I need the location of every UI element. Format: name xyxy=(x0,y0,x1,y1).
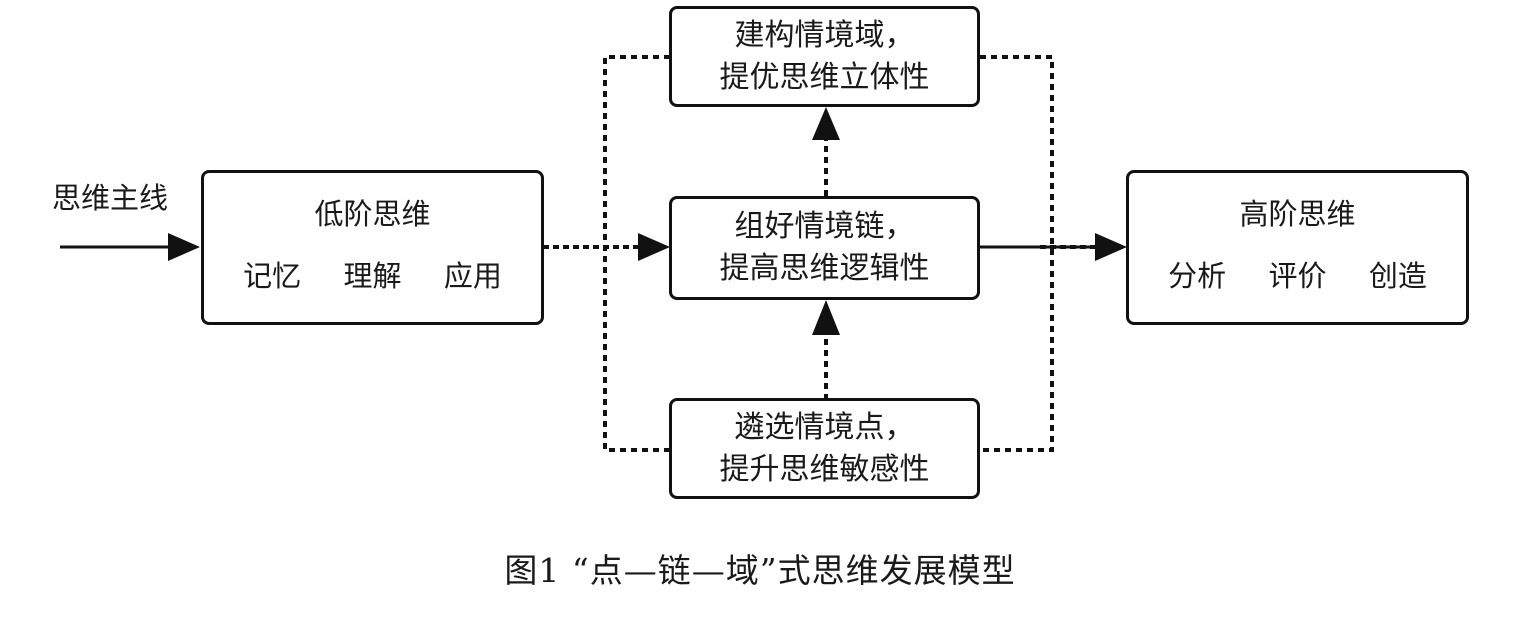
low-order-title: 低阶思维 xyxy=(314,197,431,231)
point-to-chain-arrowhead xyxy=(812,300,840,335)
situation-point-box: 遴选情境点， 提升思维敏感性 xyxy=(669,398,980,499)
figure-caption: 图1 “点—链—域”式思维发展模型 xyxy=(504,551,1016,590)
point-line-2: 提升思维敏感性 xyxy=(719,451,930,487)
high-order-item-creation: 创造 xyxy=(1368,259,1427,293)
high-order-items: 分析 评价 创造 xyxy=(1129,253,1466,295)
domain-line-2: 提优思维立体性 xyxy=(719,59,930,95)
main-thread-arrowhead xyxy=(168,233,200,261)
high-order-item-evaluation: 评价 xyxy=(1268,259,1327,293)
chain-line-1: 组好情境链， xyxy=(734,209,915,244)
low-to-chain-arrowhead xyxy=(638,233,670,261)
outer-loop-left xyxy=(603,55,670,452)
low-order-items: 记忆 理解 应用 xyxy=(204,253,541,295)
high-order-thinking-box: 高阶思维 分析 评价 创造 xyxy=(1126,170,1469,325)
chain-to-domain-arrowhead xyxy=(812,107,840,140)
chain-to-high-arrowhead xyxy=(1095,233,1127,261)
main-thread-label: 思维主线 xyxy=(52,181,169,215)
situation-chain-box: 组好情境链， 提高思维逻辑性 xyxy=(669,196,980,300)
high-order-title: 高阶思维 xyxy=(1239,197,1356,231)
low-order-thinking-box: 低阶思维 记忆 理解 应用 xyxy=(201,170,544,325)
point-line-1: 遴选情境点， xyxy=(734,409,915,445)
chain-line-2: 提高思维逻辑性 xyxy=(719,251,930,286)
domain-line-1: 建构情境域， xyxy=(734,17,915,53)
outer-loop-right xyxy=(980,55,1054,452)
low-order-item-understanding: 理解 xyxy=(343,259,402,293)
low-order-item-memory: 记忆 xyxy=(243,259,302,293)
low-order-item-application: 应用 xyxy=(443,259,502,293)
situation-domain-box: 建构情境域， 提优思维立体性 xyxy=(669,6,980,107)
high-order-item-analysis: 分析 xyxy=(1168,259,1227,293)
